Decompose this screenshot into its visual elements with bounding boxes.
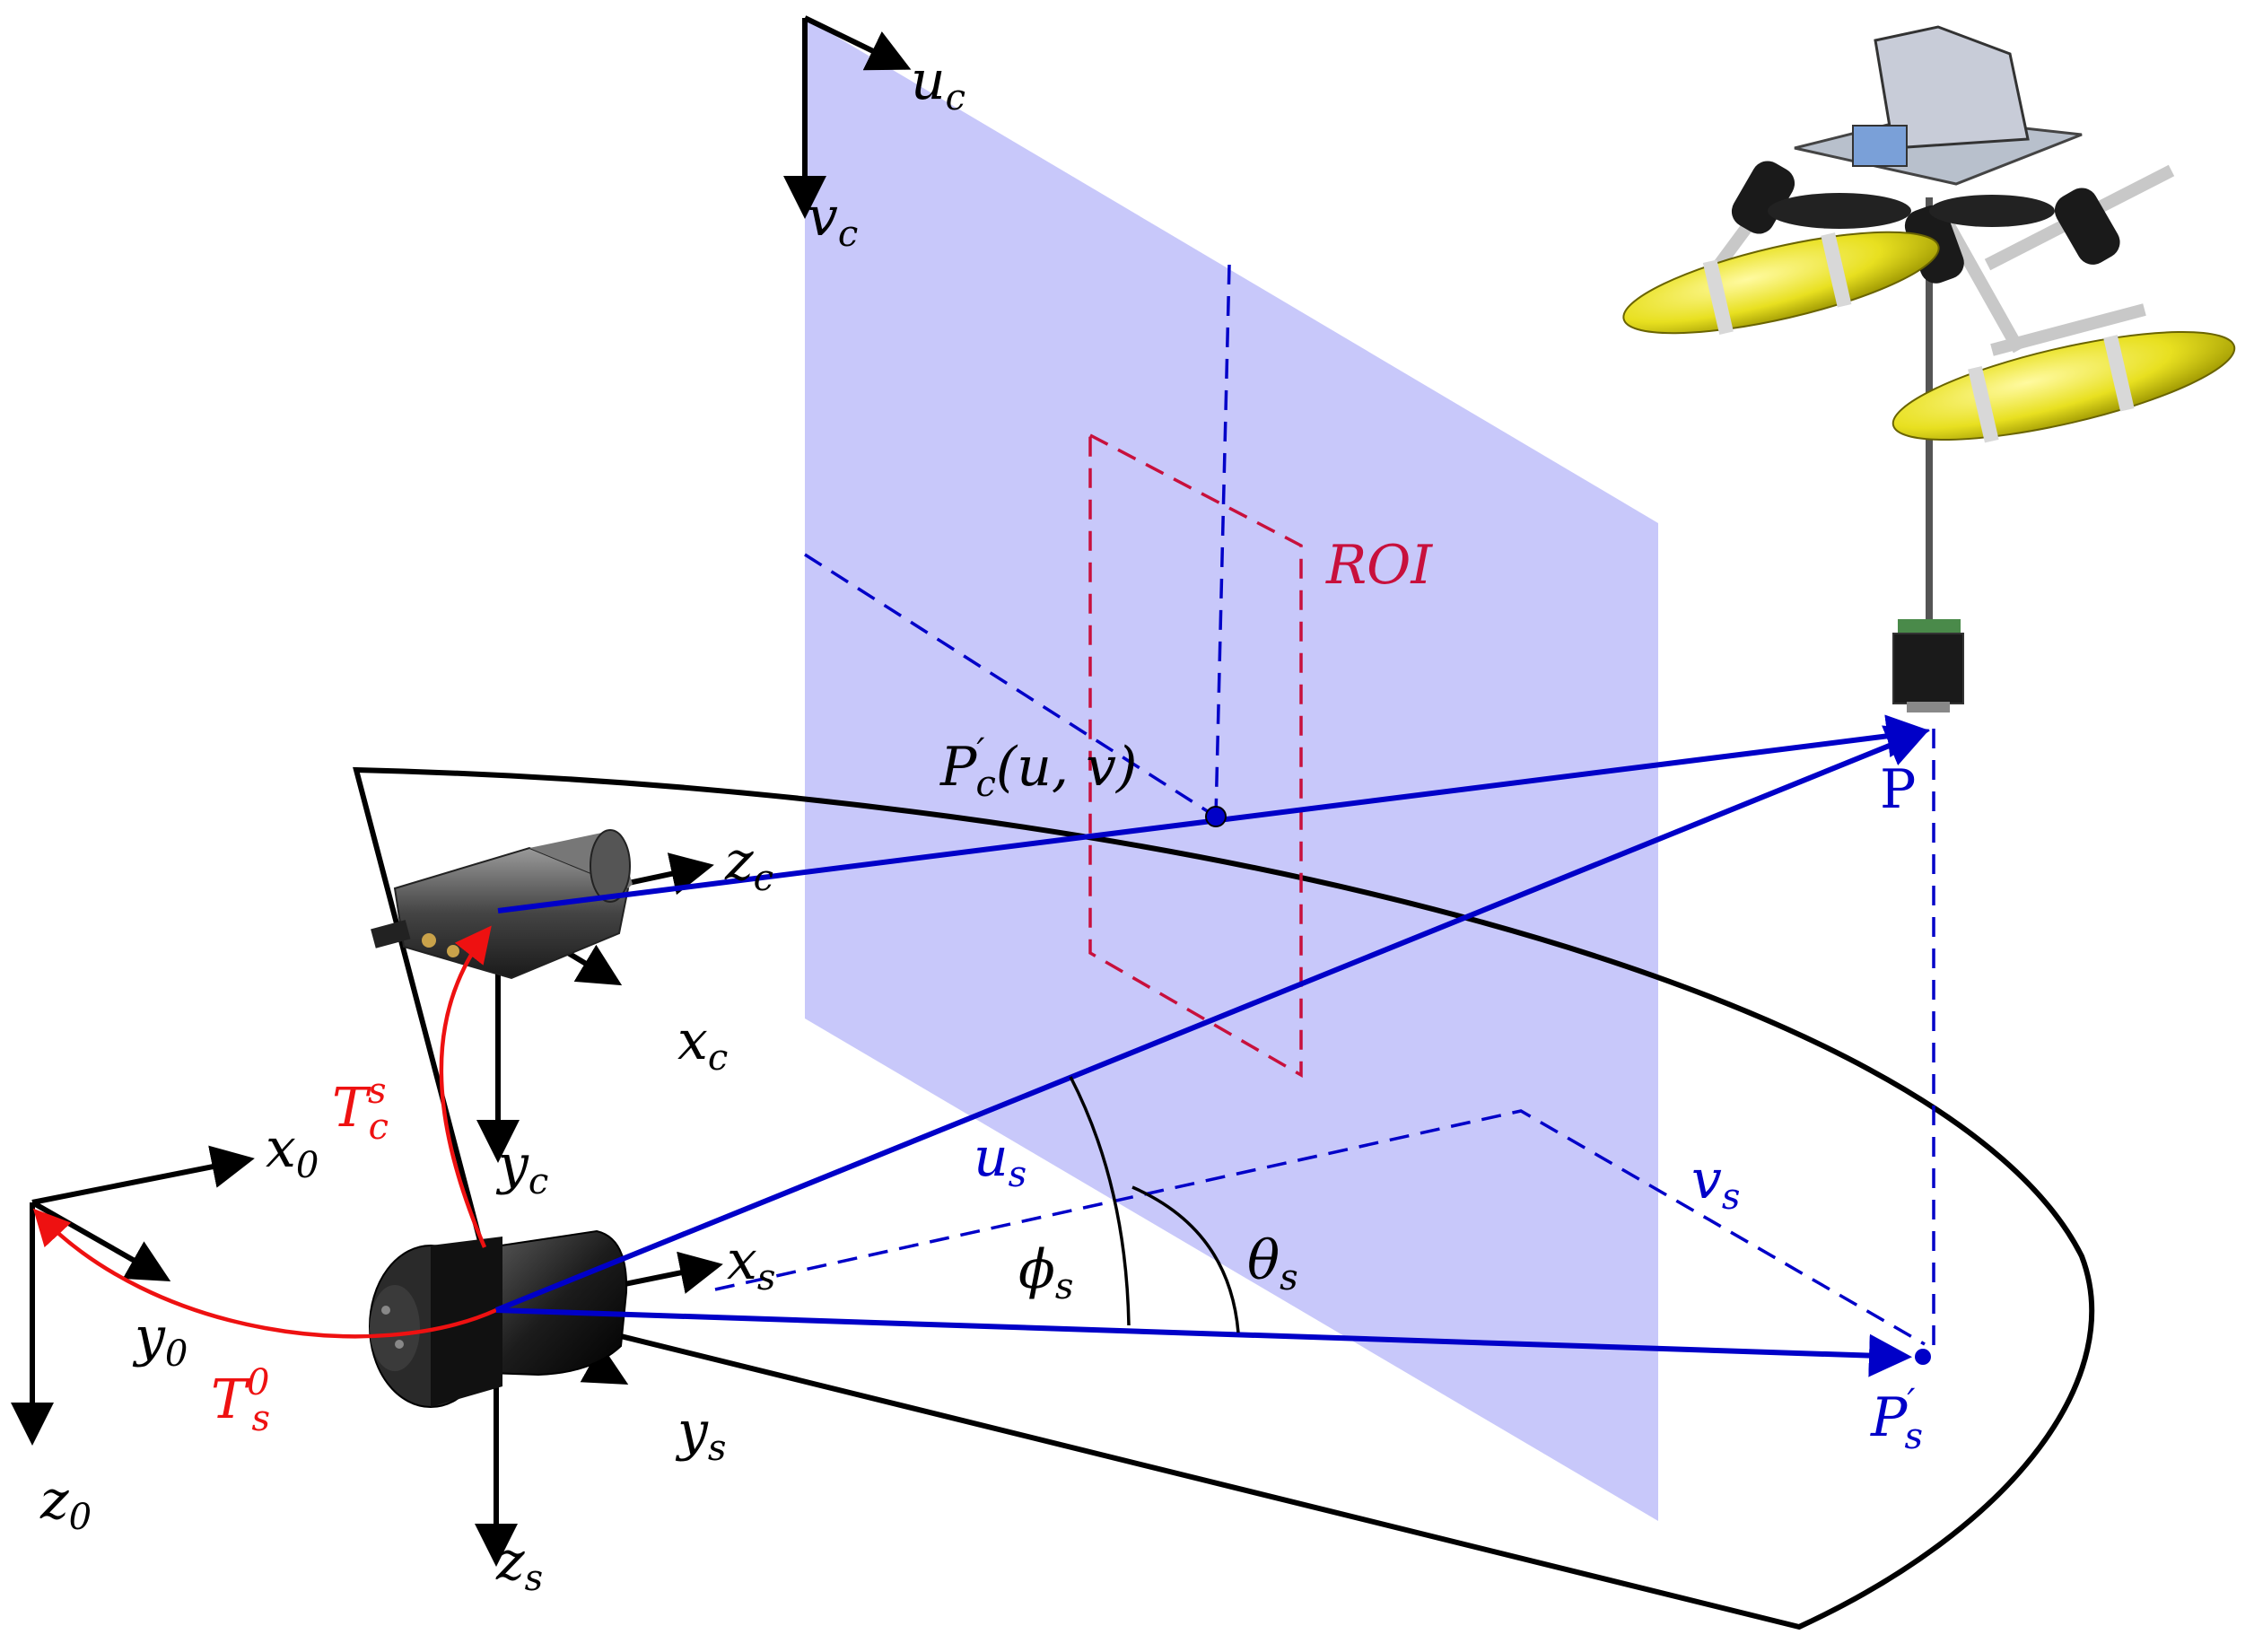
label-vs: vs: [1691, 1149, 1740, 1218]
point-pc: [1205, 806, 1227, 827]
label-zc: zc: [724, 830, 773, 899]
camera-icon: [371, 829, 633, 980]
ray-sonar-to-p: [494, 725, 1930, 1313]
image-center-horizontal: [804, 553, 1217, 818]
y0-axis: [31, 1200, 171, 1281]
x0-axis: [31, 1145, 255, 1205]
sonar-ground-projection: [714, 1109, 1926, 1346]
label-p: P: [1880, 758, 1916, 821]
label-x0: x0: [266, 1117, 319, 1186]
label-zs: zs: [495, 1530, 543, 1599]
transform-arc-sonar-world: [32, 1208, 497, 1339]
angle-arc-theta: [1131, 1185, 1240, 1333]
label-y0: y0: [132, 1306, 188, 1375]
label-uc: uc: [911, 49, 965, 118]
roi-region: [1088, 433, 1303, 1079]
label-xc: xc: [677, 1010, 728, 1079]
label-xs: xs: [727, 1229, 775, 1298]
label-vc: vc: [808, 186, 858, 255]
label-us: us: [974, 1126, 1027, 1195]
label-roi: ROI: [1325, 534, 1433, 597]
image-plane: [805, 18, 1658, 1521]
angle-arc-phi: [1069, 1076, 1131, 1326]
label-pc: P′c(u, v): [939, 731, 1137, 805]
uc-axis: [803, 15, 912, 71]
label-z0: z0: [39, 1469, 92, 1538]
label-ys: ys: [675, 1400, 726, 1469]
point-ps: [1915, 1349, 1931, 1365]
underwater-vehicle-icon: [1622, 25, 2236, 624]
label-theta-s: θs: [1247, 1229, 1298, 1298]
transform-arc-camera-sonar: [439, 925, 492, 1248]
sonar-field-of-view: [353, 766, 2095, 1630]
ray-sonar-to-ps: [495, 1307, 1912, 1377]
label-ps: P′s: [1870, 1382, 1923, 1457]
sonar-icon: [369, 1229, 628, 1408]
label-phi-s: ϕs: [1018, 1238, 1073, 1307]
label-yc: yc: [495, 1133, 548, 1202]
target-camera-icon: [1892, 619, 1964, 712]
